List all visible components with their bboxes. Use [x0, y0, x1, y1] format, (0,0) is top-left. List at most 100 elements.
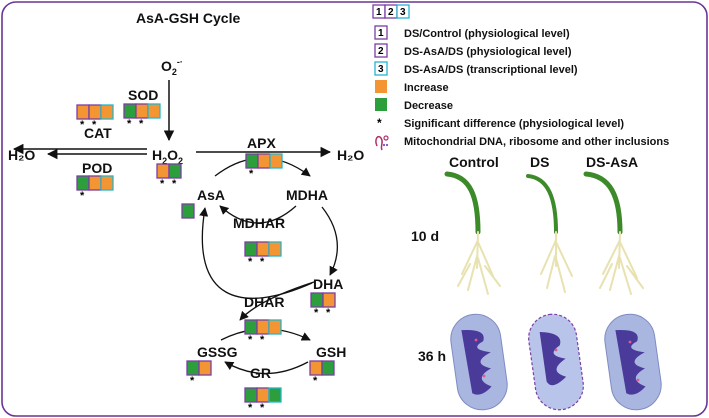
indicator-cell	[76, 104, 90, 120]
indicator-cell	[245, 153, 259, 169]
indicator-cell	[186, 360, 200, 376]
pod-indicator: *	[76, 175, 114, 202]
indicator-cell	[257, 153, 271, 169]
significance-star: *	[248, 334, 253, 346]
significance-star: *	[172, 178, 177, 190]
legend-increase-swatch	[375, 80, 387, 93]
indicator-cell	[76, 175, 90, 191]
significance-star: *	[248, 256, 253, 268]
dha-label: DHA	[313, 276, 343, 292]
mdha-to-dha-arc	[321, 206, 338, 276]
mdhar-indicator: **	[244, 241, 282, 268]
indicator-boxes: ** ** * ** * ** ** ** * * **	[76, 103, 336, 414]
significance-star: *	[127, 118, 132, 130]
asa-label: AsA	[197, 187, 225, 203]
legend-decrease-text: Decrease	[404, 100, 453, 112]
row-label-36h: 36 h	[418, 348, 446, 364]
legend-key-2: 2	[378, 46, 384, 57]
indicator-cell	[100, 104, 114, 120]
legend-header-box-2-text: 2	[388, 7, 394, 18]
mitochondrion-ds-asa	[604, 313, 662, 411]
indicator-cell	[256, 387, 270, 403]
mitochondrion-ds	[528, 313, 584, 411]
significance-star: *	[190, 375, 195, 387]
pod-label: POD	[82, 160, 112, 176]
seedling-ds	[526, 174, 573, 293]
indicator-cell	[244, 241, 258, 257]
legend-key-2-box	[374, 43, 388, 58]
h2o-right-label: H₂O	[337, 147, 364, 163]
row-label-10d: 10 d	[411, 228, 439, 244]
indicator-cell	[268, 387, 282, 403]
significance-star: *	[139, 118, 144, 130]
seedling-ds-asa	[583, 171, 644, 295]
seedling-control	[444, 171, 501, 295]
indicator-cell	[123, 103, 137, 119]
indicator-cell	[309, 360, 323, 376]
legend-key-1: 1	[378, 28, 384, 39]
indicator-cell	[321, 360, 335, 376]
mitochondrion-control	[450, 313, 508, 411]
legend-increase-text: Increase	[404, 82, 449, 94]
gr-arc	[224, 361, 309, 375]
superoxide-label: O2-·	[161, 57, 183, 77]
cat-indicator: **	[76, 104, 114, 131]
gssg-label: GSSG	[197, 344, 238, 360]
gsh-indicator: *	[309, 360, 335, 387]
significance-star: *	[160, 178, 165, 190]
column-header-ds: DS	[530, 154, 549, 170]
legend-mito-text: Mitochondrial DNA, ribosome and other in…	[404, 136, 669, 148]
gr-indicator: **	[244, 387, 282, 414]
significance-star: *	[260, 334, 265, 346]
mito-inclusion-icon	[375, 135, 389, 151]
indicator-cell	[244, 387, 258, 403]
indicator-cell	[269, 153, 283, 169]
indicator-cell	[244, 319, 258, 335]
apx-indicator: *	[245, 153, 283, 180]
legend-item-1-text: DS/Control (physiological level)	[404, 28, 570, 40]
mdha-label: MDHA	[286, 187, 328, 203]
indicator-cell	[168, 163, 182, 179]
h2o2-label: H2O2	[152, 147, 183, 166]
legend-header-boxes: 1 2 3	[372, 4, 410, 19]
dha-indicator: **	[310, 292, 336, 319]
mdhar-arc	[219, 205, 297, 224]
indicator-cell	[268, 319, 282, 335]
legend-key-3: 3	[378, 64, 384, 75]
indicator-cell	[147, 103, 161, 119]
column-header-control: Control	[449, 154, 499, 170]
indicator-cell	[322, 292, 336, 308]
diagram-title: AsA-GSH Cycle	[136, 10, 240, 26]
significance-star: *	[248, 402, 253, 414]
legend-key-1-box	[374, 25, 388, 40]
column-header-ds-asa: DS-AsA	[586, 154, 638, 170]
significance-star: *	[260, 256, 265, 268]
indicator-cell	[181, 203, 195, 219]
significance-star: *	[326, 307, 331, 319]
gsh-label: GSH	[316, 344, 346, 360]
h2o2-indicator: **	[156, 163, 182, 190]
gssg-indicator: *	[186, 360, 212, 387]
legend-significant-text: Significant difference (physiological le…	[404, 118, 624, 130]
legend-key-3-box	[374, 61, 388, 76]
significance-star: *	[313, 375, 318, 387]
indicator-cell	[256, 241, 270, 257]
legend-star-symbol: *	[377, 116, 382, 130]
indicator-cell	[256, 319, 270, 335]
legend-item-2-text: DS-AsA/DS (physiological level)	[404, 46, 572, 58]
legend-decrease-swatch	[375, 98, 387, 111]
apx-label: APX	[247, 135, 276, 151]
sod-indicator: **	[123, 103, 161, 130]
indicator-cell	[198, 360, 212, 376]
indicator-cell	[88, 104, 102, 120]
dhar-arc	[239, 281, 315, 321]
legend-item-3-text: DS-AsA/DS (transcriptional level)	[404, 64, 578, 76]
dhar-indicator: **	[244, 319, 282, 346]
significance-star: *	[92, 119, 97, 131]
cat-label: CAT	[84, 125, 112, 141]
legend: 1 2 3 1 DS/Control (physiological level)…	[372, 4, 669, 151]
significance-star: *	[80, 119, 85, 131]
legend-header-box-3	[396, 4, 410, 19]
significance-star: *	[80, 190, 85, 202]
